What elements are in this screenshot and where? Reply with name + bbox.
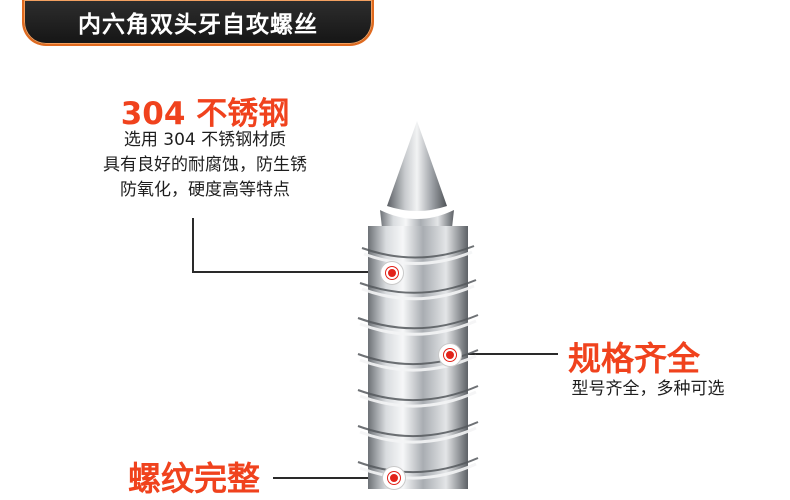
desc-line: 型号齐全，多种可选 xyxy=(571,379,725,399)
callout-line-material-vertical xyxy=(192,218,194,272)
desc-line: 选用 304 不锈钢材质 xyxy=(123,130,287,150)
desc-line: 防氧化，硬度高等特点 xyxy=(120,180,290,200)
feature-heading-material: 304 不锈钢 xyxy=(120,96,290,132)
feature-heading-specs: 规格齐全 xyxy=(568,339,700,378)
callout-line-material-horizontal xyxy=(192,271,380,273)
feature-heading-thread: 螺纹完整 xyxy=(128,459,260,498)
callout-line-specs xyxy=(458,353,558,355)
feature-desc-material: 选用 304 不锈钢材质 具有良好的耐腐蚀，防生锈 防氧化，硬度高等特点 xyxy=(40,128,370,203)
marker-thread xyxy=(383,467,405,489)
banner-title: 内六角双头牙自攻螺丝 xyxy=(78,12,318,38)
callout-line-thread xyxy=(273,477,383,479)
marker-specs xyxy=(439,344,461,366)
title-banner: 内六角双头牙自攻螺丝 xyxy=(22,0,374,46)
screw-illustration xyxy=(357,121,479,489)
feature-desc-specs: 型号齐全，多种可选 xyxy=(538,377,758,402)
marker-material xyxy=(381,262,403,284)
desc-line: 具有良好的耐腐蚀，防生锈 xyxy=(103,155,307,175)
